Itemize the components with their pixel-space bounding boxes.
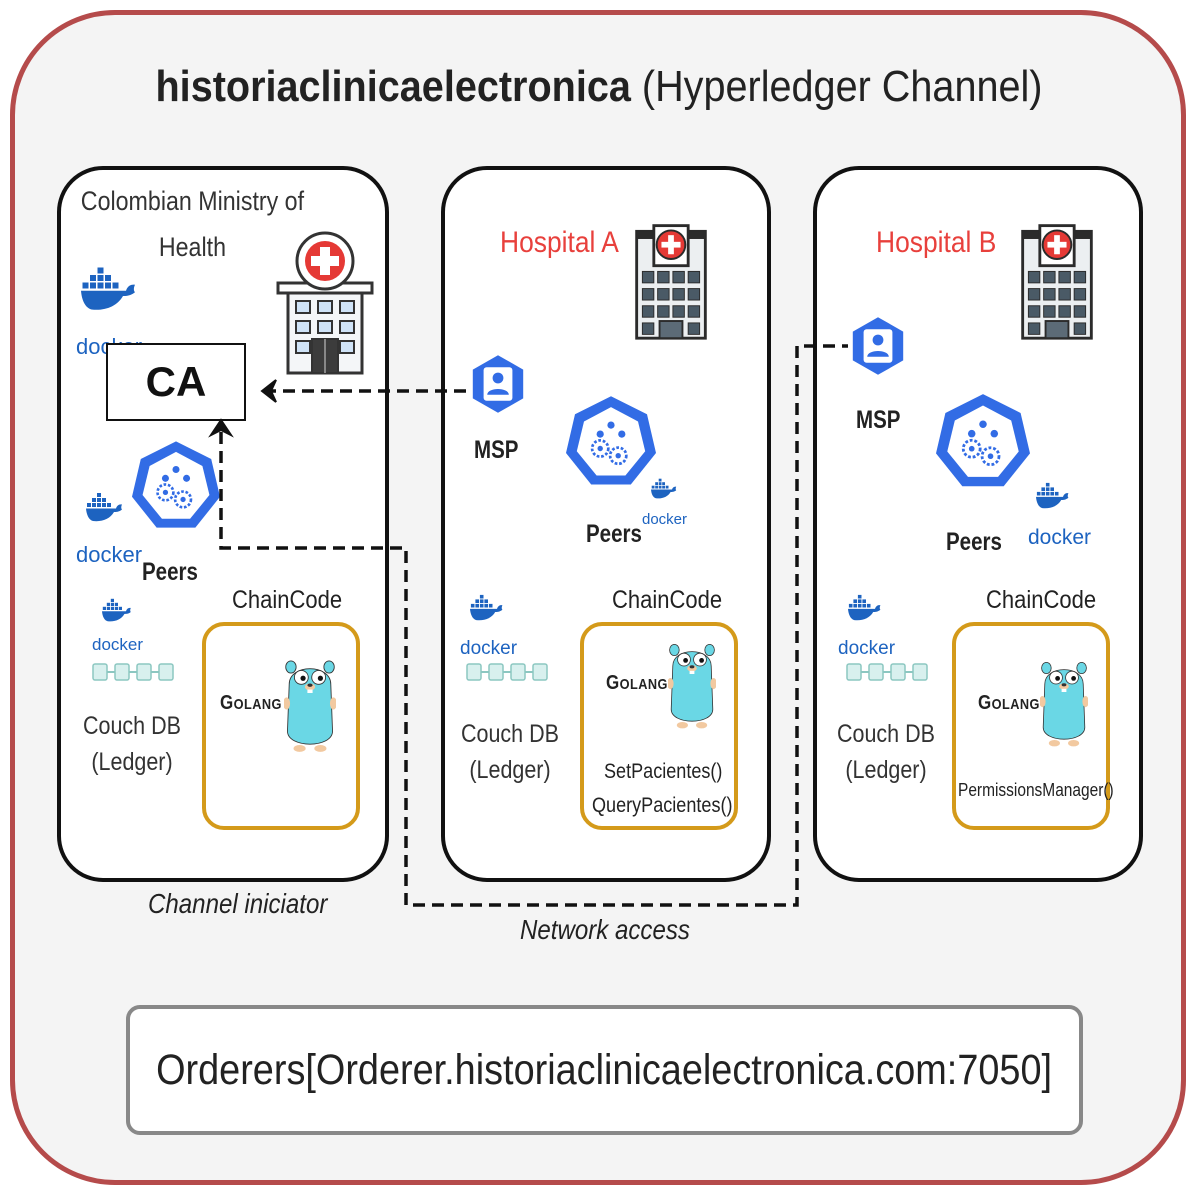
golang-logo: GOLANG [220,692,282,714]
function-query-pacientes: QueryPacientes() [592,794,733,817]
hospital-b-couchdb-label: Couch DB(Ledger) [836,720,935,784]
hospital-b-name: Hospital B [876,226,997,259]
ca-label: CA [145,358,207,405]
svg-text:docker: docker [76,542,142,567]
hospital-a-msp-label: MSP [474,436,519,464]
arrow-icon [260,379,277,403]
ministry-name-line2: Health [158,232,226,262]
orderers-label: Orderers[Orderer.historiaclinicaelectron… [156,1045,1053,1094]
ministry-chaincode-box [202,622,360,830]
network-access-caption: Network access [520,914,690,945]
svg-text:docker: docker [642,511,687,528]
svg-text:docker: docker [838,638,896,659]
docker-text-logo: docker [460,638,518,659]
ministry-chaincode-label: ChainCode [232,586,343,614]
function-permissions-manager: PermissionsManager() [958,780,1114,800]
hospital-a-chaincode-label: ChainCode [612,586,723,614]
channel-title: historiaclinicaelectronica (Hyperledger … [155,62,1043,111]
golang-logo: GOLANG [978,692,1040,714]
golang-logo: GOLANG [606,672,668,694]
hospital-a-chaincode-box [580,622,738,830]
docker-text-logo: docker [92,635,143,654]
hospital-a-peers-label: Peers [586,520,642,548]
orderers-box: Orderers[Orderer.historiaclinicaelectron… [126,1005,1083,1135]
hospital-a-name: Hospital A [500,226,619,259]
arrow-icon [208,418,234,438]
ministry-name-line1: Colombian Ministry of [80,186,305,216]
channel-initiator-caption: Channel iniciator [148,888,328,919]
hospital-b-peers-label: Peers [946,528,1002,556]
ministry-peers-label: Peers [142,558,198,586]
svg-text:docker: docker [460,638,518,659]
hospital-a-couchdb-label: Couch DB(Ledger) [460,720,559,784]
svg-text:docker: docker [1028,526,1091,549]
docker-text-logo: docker [838,638,896,659]
docker-text-logo: docker [1028,526,1091,549]
ministry-couchdb-label: Couch DB(Ledger) [82,712,181,776]
docker-text-logo: docker [76,542,142,567]
docker-text-logo: docker [642,511,687,528]
ca-box: CA [106,343,246,421]
svg-text:docker: docker [92,635,143,654]
network-access-line [219,344,848,907]
hospital-icon [276,231,374,375]
hospital-b-msp-label: MSP [856,406,901,434]
hospital-b-chaincode-label: ChainCode [986,586,1097,614]
function-set-pacientes: SetPacientes() [604,760,723,783]
